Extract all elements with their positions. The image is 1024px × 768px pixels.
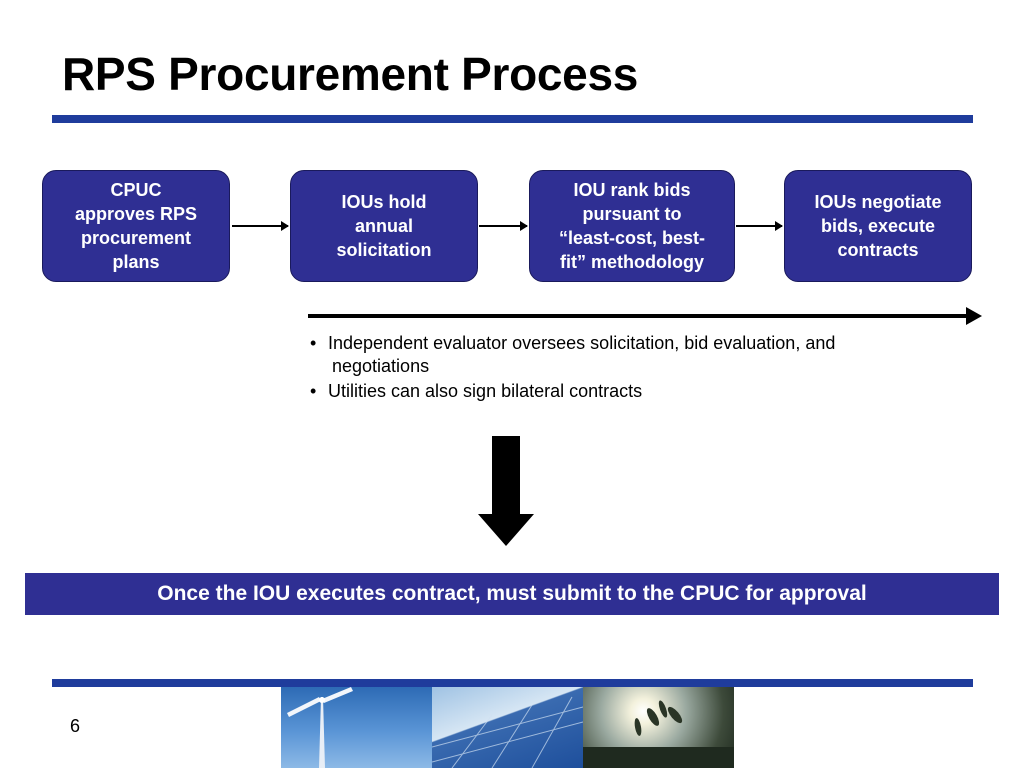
- note-text-line: Utilities can also sign bilateral contra…: [328, 381, 643, 401]
- slide-title: RPS Procurement Process: [62, 48, 639, 100]
- step-4-line-1: IOUs negotiate: [814, 192, 942, 212]
- step-rank-bids: IOU rank bids pursuant to “least-cost, b…: [529, 170, 735, 282]
- step-3-line-4: fit” methodology: [560, 252, 704, 272]
- step-2-line-3: solicitation: [336, 240, 432, 260]
- step-4-line-3: contracts: [837, 240, 919, 260]
- step-hold-solicitation: IOUs hold annual solicitation: [290, 170, 478, 282]
- step-2-line-2: annual: [354, 216, 413, 236]
- flow-arrow-3: [736, 221, 783, 231]
- flow-arrow-1: [232, 221, 289, 231]
- footer-divider: [52, 679, 973, 687]
- step-4-line-2: bids, execute: [820, 216, 936, 236]
- step-1-line-3: procurement: [80, 228, 191, 248]
- note-item: • Utilities can also sign bilateral cont…: [308, 380, 948, 403]
- step-1-line-2: approves RPS: [74, 204, 198, 224]
- note-text-line: Independent evaluator oversees solicitat…: [328, 333, 836, 353]
- note-text-line: negotiations: [332, 356, 430, 376]
- step-negotiate-bids: IOUs negotiate bids, execute contracts: [784, 170, 972, 282]
- page-number: 6: [70, 716, 81, 736]
- timeline-arrow: [308, 307, 982, 325]
- notes-list: • Independent evaluator oversees solicit…: [308, 332, 948, 405]
- step-1-line-4: plans: [112, 252, 160, 272]
- bullet-icon: •: [310, 381, 317, 401]
- flow-arrow-2: [479, 221, 528, 231]
- step-3-line-2: pursuant to: [582, 204, 682, 224]
- solar-panel-image: [432, 687, 583, 768]
- note-item: • Independent evaluator oversees solicit…: [308, 332, 948, 378]
- step-2-line-1: IOUs hold: [341, 192, 427, 212]
- step-3-line-3: “least-cost, best-: [558, 228, 706, 248]
- banner-text: Once the IOU executes contract, must sub…: [157, 582, 867, 605]
- step-cpuc-approves: CPUC approves RPS procurement plans: [42, 170, 230, 282]
- down-arrow-icon: [478, 436, 534, 546]
- plant-sunlight-image: [583, 687, 734, 768]
- wind-turbine-image: [281, 687, 432, 768]
- bullet-icon: •: [310, 333, 317, 353]
- step-1-line-1: CPUC: [110, 180, 162, 200]
- title-divider: [52, 115, 973, 123]
- approval-banner: Once the IOU executes contract, must sub…: [25, 573, 999, 615]
- step-3-line-1: IOU rank bids: [573, 180, 691, 200]
- footer-photo-strip: [281, 687, 735, 768]
